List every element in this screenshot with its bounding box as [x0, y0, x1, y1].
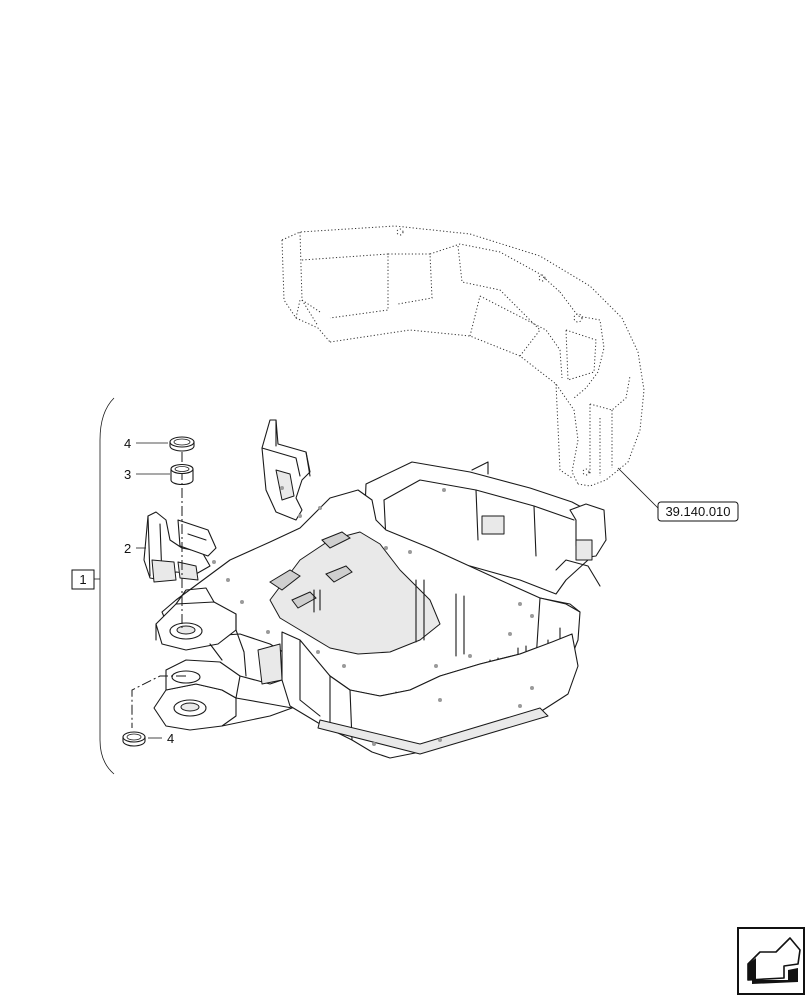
assembly-bracket: [99, 397, 115, 775]
bushing: [170, 463, 194, 486]
reference-leader: [617, 467, 663, 513]
next-page-arrow-icon[interactable]: [737, 927, 805, 995]
seal-ring-bottom: [122, 731, 146, 747]
callout-item-3: 3: [124, 467, 131, 482]
callout-item-2: 2: [124, 541, 131, 556]
callout-item-4-bottom: 4: [167, 731, 174, 746]
reference-code[interactable]: 39.140.010: [665, 504, 730, 519]
callout-item-1-box: [71, 569, 95, 590]
callout-item-4-top: 4: [124, 436, 131, 451]
callout-item-1: 1: [79, 572, 86, 587]
reference-code-box[interactable]: [657, 501, 739, 522]
counterweight-phantom: [281, 225, 645, 487]
pin-axis-lower: [131, 675, 186, 728]
upper-frame: [143, 419, 607, 759]
seal-ring-top: [169, 436, 195, 452]
